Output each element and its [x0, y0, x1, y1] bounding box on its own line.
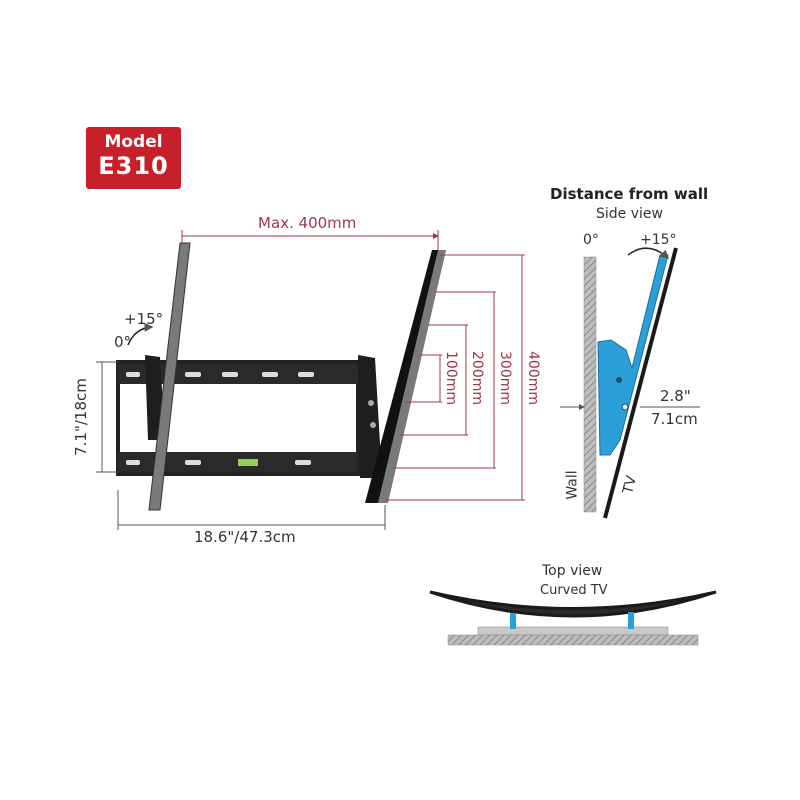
front-zero-label: 0° [114, 333, 132, 351]
side-view-diagram [560, 247, 700, 519]
wall-label: Wall [564, 470, 581, 500]
left-vertical-arm [148, 242, 191, 511]
distance-inch-label: 2.8" [660, 387, 691, 405]
right-vertical-arm [365, 250, 446, 503]
bubble-level-icon [238, 459, 258, 466]
distance-cm-label: 7.1cm [651, 410, 698, 428]
side-tilt-arrow-icon [627, 247, 670, 260]
side-view-title: Distance from wall [550, 185, 709, 203]
top-view-title: Top view [542, 563, 603, 579]
vesa-100-label: 100mm [443, 351, 459, 405]
side-zero-label: 0° [583, 232, 599, 248]
vesa-200-label: 200mm [469, 351, 485, 405]
side-tilt-label: +15° [640, 232, 677, 248]
top-view-subtitle: Curved TV [540, 583, 608, 598]
front-tilt-label: +15° [124, 310, 164, 328]
vesa-400-label: 400mm [525, 351, 541, 405]
model-badge: Model E310 [86, 127, 181, 189]
vesa-dimension-lines [385, 254, 525, 501]
model-number: E310 [98, 152, 169, 180]
wall-plate [116, 355, 382, 478]
vesa-300-label: 300mm [497, 351, 513, 405]
model-label: Model [104, 132, 163, 152]
tilt-arrow-icon [127, 322, 154, 346]
height-dimension-label: 7.1"/18cm [71, 378, 90, 456]
max-width-label: Max. 400mm [258, 214, 357, 232]
top-view-diagram [429, 590, 717, 646]
width-dimension-label: 18.6"/47.3cm [194, 528, 296, 546]
side-view-subtitle: Side view [596, 206, 663, 222]
